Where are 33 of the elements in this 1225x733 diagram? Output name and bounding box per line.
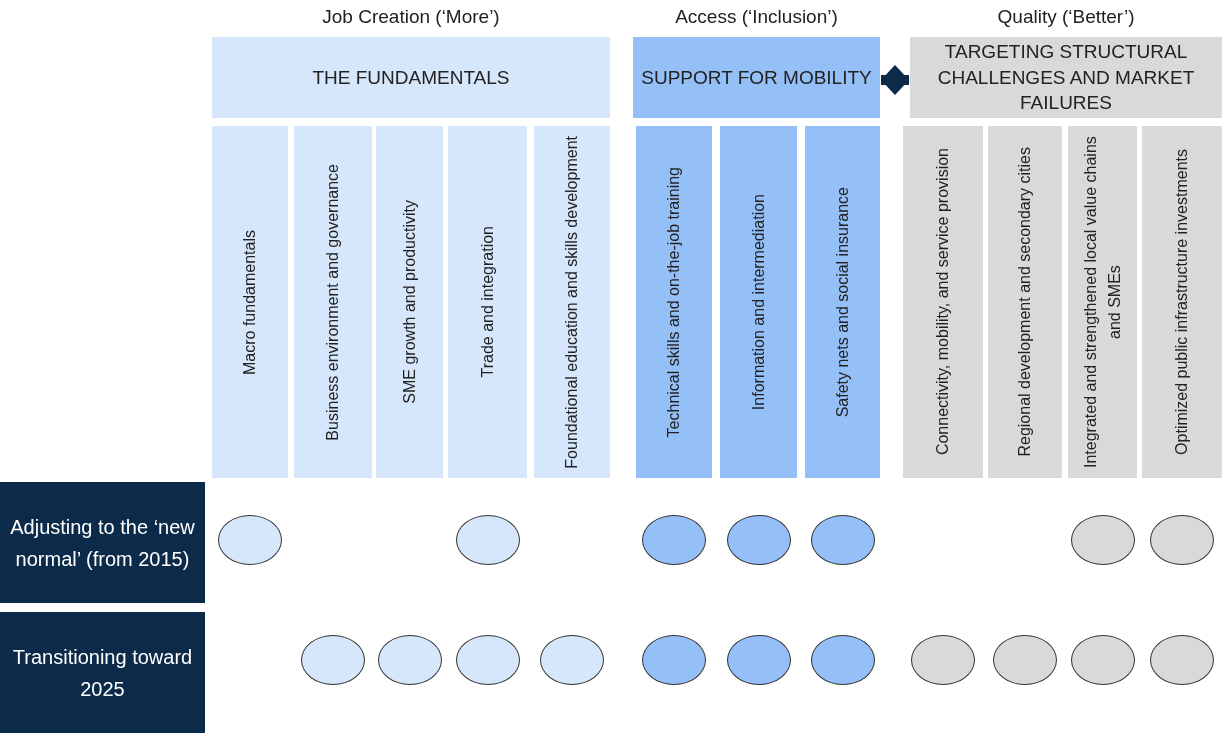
column-label: Information and intermediation bbox=[748, 193, 768, 411]
group-heading: Job Creation (‘More’) bbox=[321, 6, 501, 28]
double-arrow bbox=[881, 65, 909, 95]
column-band bbox=[1142, 126, 1222, 478]
column-label: Safety nets and social insurance bbox=[832, 186, 852, 418]
column-label: Technical skills and on-the-job training bbox=[664, 166, 683, 438]
column-band bbox=[212, 126, 288, 478]
column-label: Foundational education and skills development bbox=[562, 135, 581, 469]
column-band bbox=[294, 126, 372, 478]
column-band bbox=[903, 126, 983, 478]
row-header: Transitioning toward 2025 bbox=[0, 612, 205, 733]
column-band bbox=[805, 126, 880, 478]
column-band bbox=[534, 126, 610, 478]
column-label: Optimized public infrastructure investments bbox=[1172, 149, 1191, 455]
column-label: Macro fundamentals bbox=[240, 229, 259, 375]
column-band bbox=[448, 126, 527, 478]
column-label: Trade and integration bbox=[477, 226, 497, 378]
category-band: TARGETING STRUCTURAL CHALLENGES AND MARKET FAILURES bbox=[910, 37, 1222, 118]
column-band bbox=[376, 126, 443, 478]
column-label: SME growth and productivity bbox=[399, 200, 419, 404]
column-label: Regional development and secondary cities bbox=[1015, 147, 1034, 457]
category-band: THE FUNDAMENTALS bbox=[212, 37, 610, 118]
group-heading: Access (‘Inclusion’) bbox=[674, 6, 839, 28]
column-label: Business environment and governance bbox=[323, 163, 342, 441]
column-band bbox=[636, 126, 712, 478]
column-band bbox=[1068, 126, 1137, 478]
group-heading: Quality (‘Better’) bbox=[996, 6, 1136, 28]
column-label: Integrated and strengthened local value chains and SMEs bbox=[1080, 135, 1124, 470]
column-band bbox=[988, 126, 1062, 478]
column-label: Connectivity, mobility, and service provision bbox=[933, 148, 952, 456]
row-header: Adjusting to the ‘new normal’ (from 2015) bbox=[0, 482, 205, 603]
category-band: SUPPORT FOR MOBILITY bbox=[633, 37, 880, 118]
column-band bbox=[720, 126, 797, 478]
